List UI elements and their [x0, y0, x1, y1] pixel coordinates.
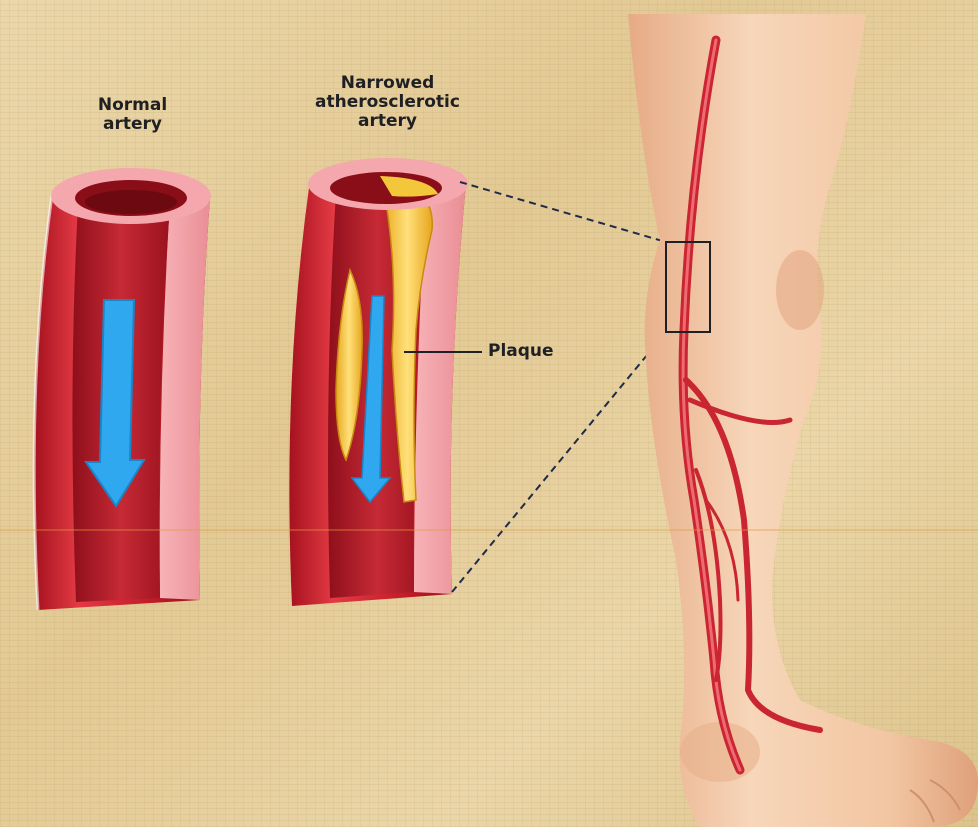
leg-illustration — [628, 14, 978, 827]
narrowed-artery — [289, 158, 482, 606]
normal-artery-cut-wall — [160, 198, 210, 600]
label-narrowed-artery: Narrowed atherosclerotic artery — [290, 74, 485, 131]
label-plaque: Plaque — [488, 342, 554, 361]
label-normal-artery: Normal artery — [60, 96, 205, 134]
normal-artery — [34, 168, 211, 610]
